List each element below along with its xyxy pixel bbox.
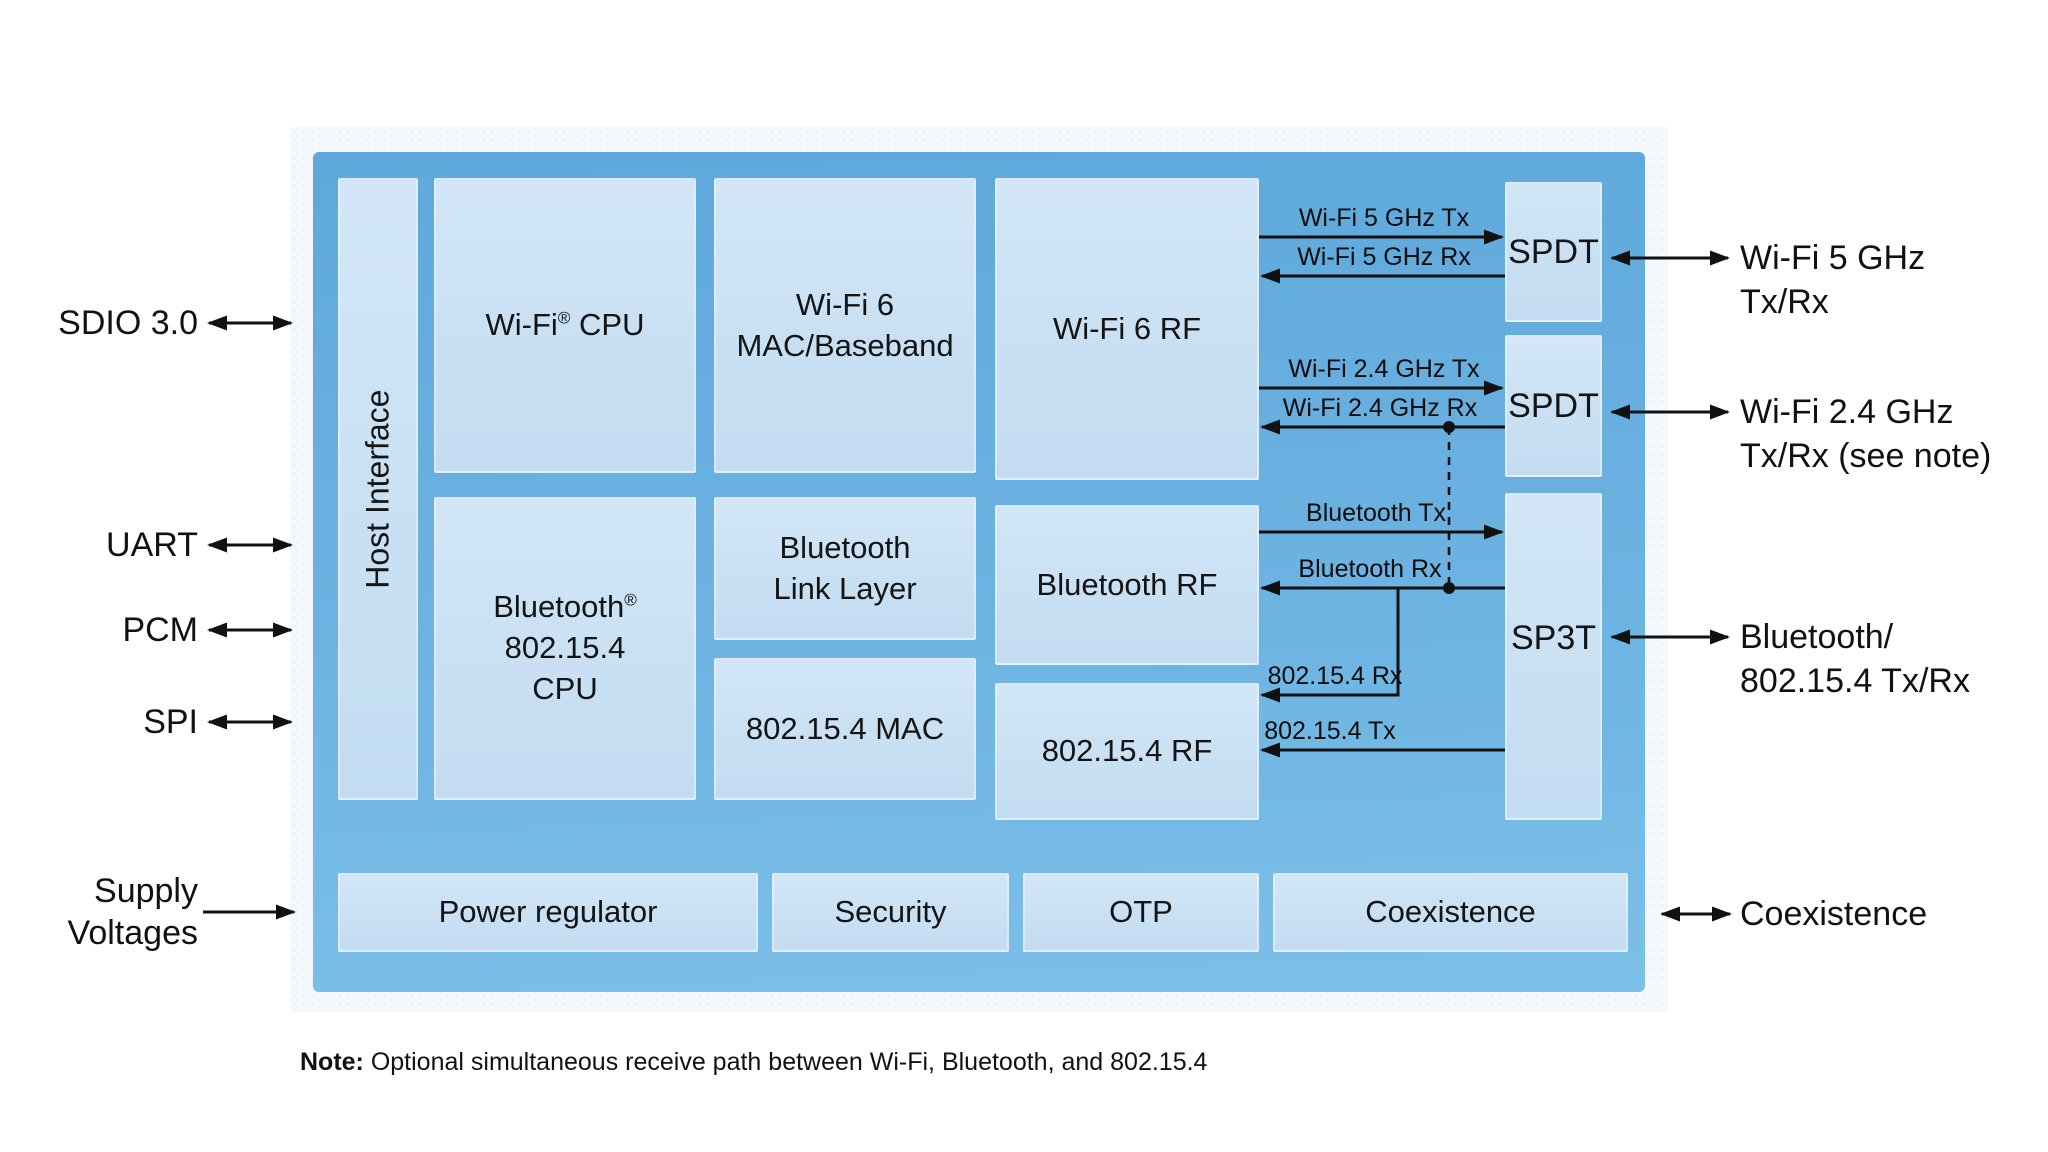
block-security: Security [772,873,1009,952]
supply-line2: Voltages [67,914,198,952]
block-bluetooth-802154-cpu: Bluetooth® 802.15.4 CPU [434,497,696,800]
coexistence-label: Coexistence [1365,894,1536,930]
block-wifi-cpu: Wi-Fi® CPU [434,178,696,473]
wifi5-line1: Wi-Fi 5 GHz [1740,239,1926,277]
signal-label-wifi24-tx: Wi-Fi 2.4 GHz Tx [1288,355,1480,383]
block-spdt-5ghz: SPDT [1505,182,1602,322]
port-label-sdio: SDIO 3.0 [58,304,198,342]
block-wifi6-mac-baseband: Wi-Fi 6 MAC/Baseband [714,178,976,473]
block-otp: OTP [1023,873,1259,952]
block-bluetooth-rf: Bluetooth RF [995,505,1259,665]
signal-label-802154-rx: 802.15.4 Rx [1267,662,1403,690]
signal-label-802154-tx: 802.15.4 Tx [1264,717,1396,745]
wifi-cpu-label: Wi-Fi [485,307,558,343]
bt-port-line2: 802.15.4 Tx/Rx [1740,662,1970,700]
port-label-spi: SPI [143,703,198,741]
bt-port-line1: Bluetooth/ [1740,618,1894,656]
bt-link-line1: Bluetooth [779,529,911,565]
mac154-label: 802.15.4 MAC [745,710,945,746]
block-host-interface: Host Interface [338,178,418,800]
signal-label-bt-rx: Bluetooth Rx [1298,555,1442,583]
footnote-label: Note: [300,1048,364,1076]
spdt2-label: SPDT [1508,386,1599,425]
signal-label-bt-tx: Bluetooth Tx [1306,499,1446,527]
signal-label-wifi24-rx: Wi-Fi 2.4 GHz Rx [1282,394,1478,422]
registered-mark: ® [557,308,571,328]
port-label-wifi24: Wi-Fi 2.4 GHz Tx/Rx (see note) [1740,390,1991,478]
port-label-pcm: PCM [122,611,198,649]
supply-line1: Supply [94,872,198,910]
signal-label-wifi5-tx: Wi-Fi 5 GHz Tx [1298,204,1470,232]
block-power-regulator: Power regulator [338,873,758,952]
sp3t-label: SP3T [1510,619,1597,658]
block-wifi6-rf: Wi-Fi 6 RF [995,178,1259,480]
bt-cpu-line2: 802.15.4 [504,630,626,666]
block-sp3t: SP3T [1505,493,1602,820]
wifi-mac-line1: Wi-Fi 6 [795,286,895,322]
otp-label: OTP [1109,894,1173,930]
bt-cpu-line1: Bluetooth [493,589,625,625]
bt-link-line2: Link Layer [773,570,917,606]
block-spdt-24ghz: SPDT [1505,335,1602,477]
wifi-cpu-label-suffix: CPU [570,307,645,343]
bt-rf-label: Bluetooth RF [1036,566,1218,602]
block-bluetooth-link-layer: Bluetooth Link Layer [714,497,976,640]
registered-mark: ® [624,590,637,610]
spdt1-label: SPDT [1508,232,1599,271]
signal-label-wifi5-rx: Wi-Fi 5 GHz Rx [1297,243,1471,271]
footnote-text: Optional simultaneous receive path betwe… [363,1048,1208,1076]
port-label-uart: UART [106,526,198,564]
wifi24-line1: Wi-Fi 2.4 GHz [1740,393,1954,431]
block-802154-rf: 802.15.4 RF [995,683,1259,820]
bt-cpu-line3: CPU [532,670,598,706]
block-802154-mac: 802.15.4 MAC [714,658,976,800]
wifi-mac-line2: MAC/Baseband [736,327,954,363]
host-interface-label: Host Interface [359,389,396,589]
port-label-supply-voltages: Supply Voltages [68,870,198,954]
wifi5-line2: Tx/Rx [1740,283,1829,321]
port-label-wifi5: Wi-Fi 5 GHz Tx/Rx [1740,236,1925,324]
wifi-rf-label: Wi-Fi 6 RF [1052,310,1202,346]
power-regulator-label: Power regulator [438,894,658,930]
wifi24-line2: Tx/Rx (see note) [1740,437,1992,475]
port-label-bt-802154: Bluetooth/ 802.15.4 Tx/Rx [1740,615,1970,703]
footnote: Note: Optional simultaneous receive path… [300,1048,1207,1077]
security-label: Security [834,894,947,930]
port-label-coexistence: Coexistence [1740,895,1928,933]
rf154-label: 802.15.4 RF [1041,733,1213,769]
block-coexistence: Coexistence [1273,873,1628,952]
